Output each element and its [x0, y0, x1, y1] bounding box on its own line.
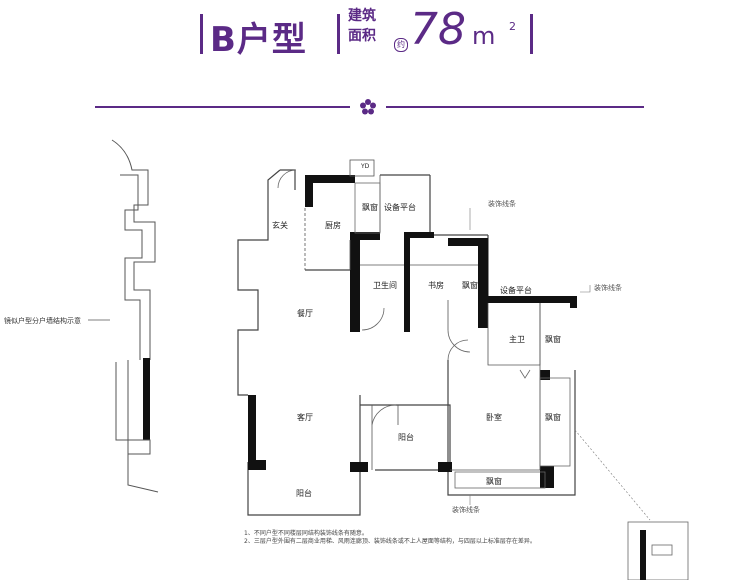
label-master-bath: 主卫 — [509, 334, 525, 344]
label-living: 客厅 — [297, 412, 313, 422]
partitions — [304, 175, 541, 471]
header: B户型 建筑 面积 约 78 m 2 — [0, 0, 740, 70]
label-equipment-platform-right: 设备平台 — [500, 285, 532, 295]
label-kitchen: 厨房 — [325, 220, 341, 230]
notes: 1、不同户型不同楼层同结构装饰线条有随意。 2、三层户型外围有二层商业用梯、风雨… — [244, 530, 536, 546]
note-line-2: 2、三层户型外围有二层商业用梯、风雨连廊顶、装饰线条或不上人屋面等结构，与四层以… — [244, 538, 536, 545]
area-word-2: 面积 — [348, 28, 376, 44]
area-word-1: 建筑 — [348, 8, 376, 24]
label-bay-window-bottom: 飘窗 — [486, 476, 502, 486]
label-yd: YD — [360, 163, 370, 170]
mirrored-wall — [143, 358, 150, 440]
left-bar — [200, 14, 203, 54]
label-equipment-platform-top: 设备平台 — [384, 202, 416, 212]
deco-leaders — [469, 208, 651, 521]
right-bar — [530, 14, 533, 54]
door-swings — [277, 169, 531, 426]
label-study: 书房 — [428, 280, 444, 290]
label-bedroom: 卧室 — [486, 412, 502, 422]
deco-label-3: 装饰线条 — [452, 505, 480, 514]
label-bay-window-top: 飘窗 — [362, 202, 378, 212]
mirrored-balcony — [127, 439, 151, 455]
bottom-right-detail — [627, 521, 689, 580]
flower-icon — [360, 99, 376, 115]
deco-label-2: 装饰线条 — [594, 283, 622, 292]
label-bay-window-master-bath: 飘窗 — [545, 334, 561, 344]
label-balcony: 阳台 — [296, 488, 312, 498]
area-unit: m — [472, 22, 496, 50]
side-note: 镜似户型分户墙结构示意 — [4, 317, 81, 325]
structural-walls — [248, 175, 577, 488]
note-line-1: 1、不同户型不同楼层同结构装饰线条有随意。 — [244, 530, 368, 537]
divider-right — [386, 106, 644, 108]
label-bathroom: 卫生间 — [373, 280, 397, 290]
yd-box — [349, 159, 375, 177]
area-unit-superscript: 2 — [509, 20, 516, 33]
label-bay-window-study: 飘窗 — [462, 280, 478, 290]
approx-badge: 约 — [394, 38, 408, 52]
label-dining: 餐厅 — [297, 309, 313, 318]
divider-left — [95, 106, 350, 108]
area-value: 78 — [410, 4, 466, 55]
label-bay-window-bedroom: 飘窗 — [545, 412, 561, 422]
bay-windows — [354, 182, 571, 489]
label-balcony-small: 阳台 — [398, 432, 414, 442]
mirrored-unit-sketch — [111, 139, 159, 493]
unit-type-title: B户型 — [210, 20, 307, 60]
label-entrance: 玄关 — [272, 220, 288, 230]
deco-label-1: 装饰线条 — [488, 199, 516, 208]
middle-bar — [337, 14, 340, 54]
